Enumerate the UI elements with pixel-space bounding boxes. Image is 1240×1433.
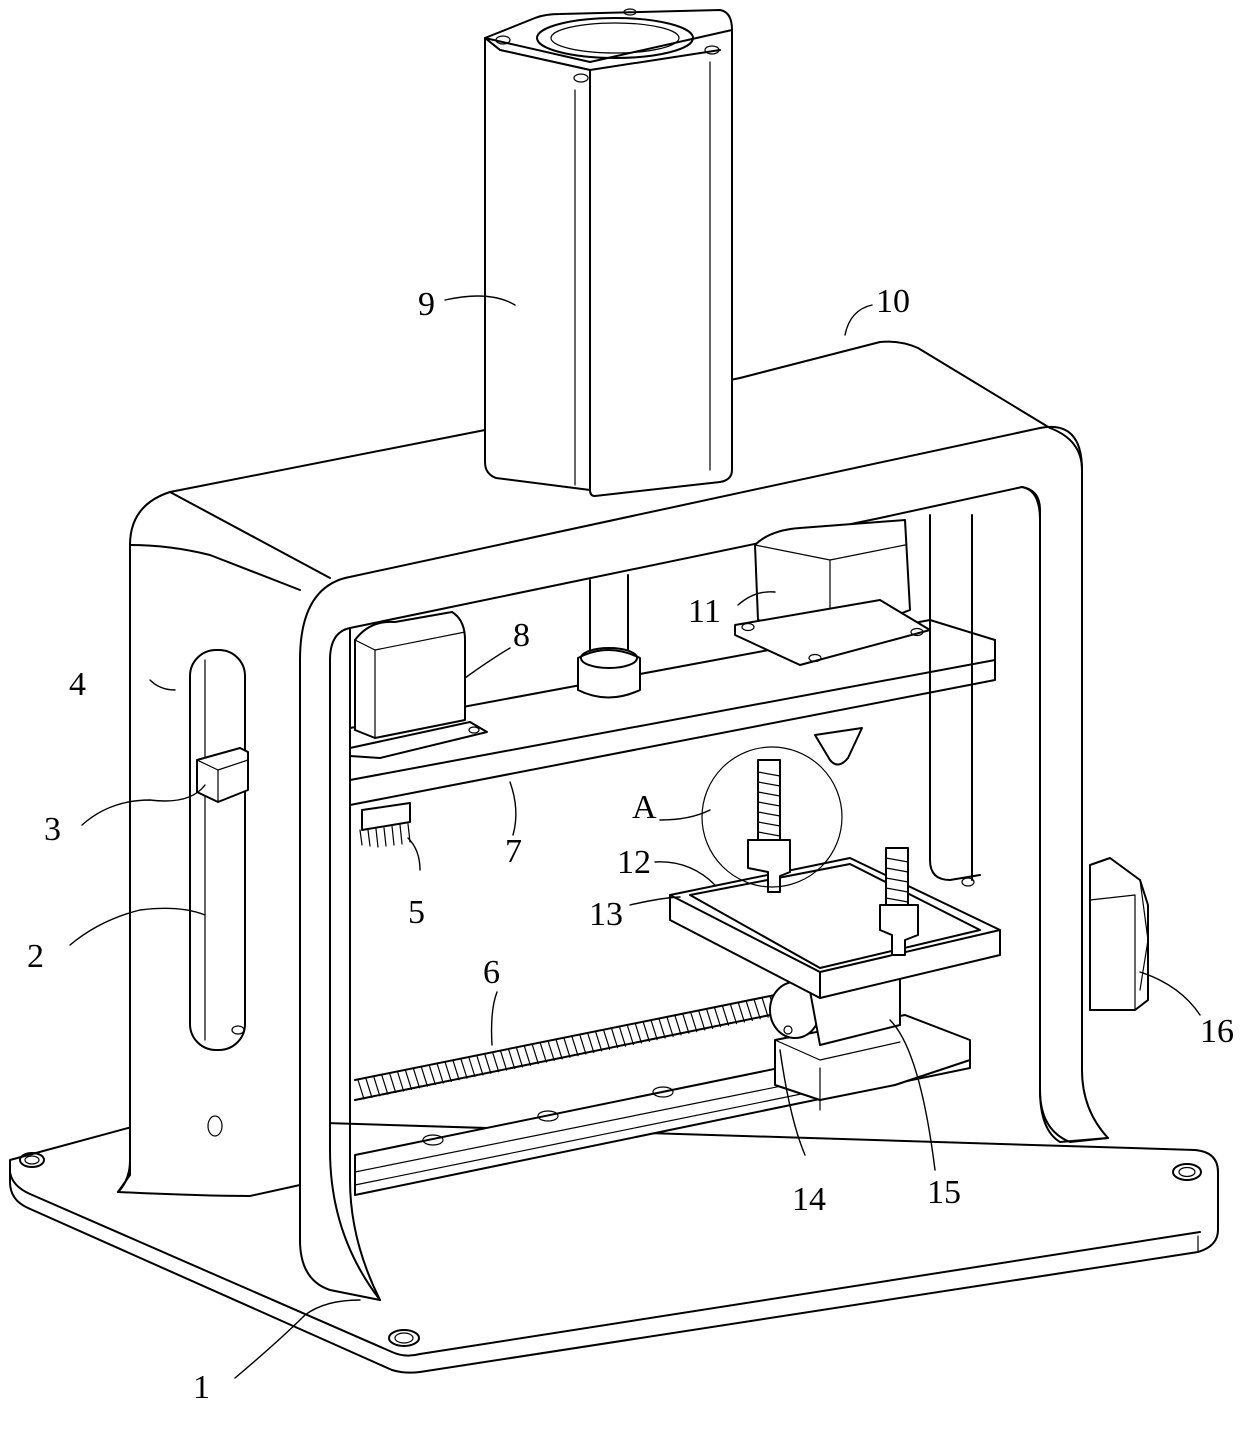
- nozzle: [815, 728, 862, 765]
- label-13: 13: [589, 896, 623, 933]
- label-4: 4: [69, 666, 86, 703]
- brush: [360, 803, 410, 847]
- right-guide: [930, 515, 980, 886]
- motor-16: [1090, 858, 1148, 1010]
- motor-8: [350, 612, 487, 758]
- label-10: 10: [876, 283, 910, 320]
- label-15: 15: [927, 1174, 961, 1211]
- label-11: 11: [688, 593, 721, 630]
- label-2: 2: [27, 938, 44, 975]
- label-12: 12: [617, 844, 651, 881]
- spring-post-left: [748, 760, 790, 892]
- label-9: 9: [418, 286, 435, 323]
- label-16: 16: [1200, 1013, 1234, 1050]
- label-1: 1: [193, 1369, 210, 1406]
- label-6: 6: [483, 954, 500, 991]
- label-8: 8: [513, 617, 530, 654]
- label-3: 3: [44, 811, 61, 848]
- label-14: 14: [792, 1181, 826, 1218]
- label-a: A: [632, 789, 657, 826]
- label-7: 7: [505, 833, 522, 870]
- guide-rod: [578, 575, 640, 698]
- label-5: 5: [408, 894, 425, 931]
- column-9: [485, 9, 732, 496]
